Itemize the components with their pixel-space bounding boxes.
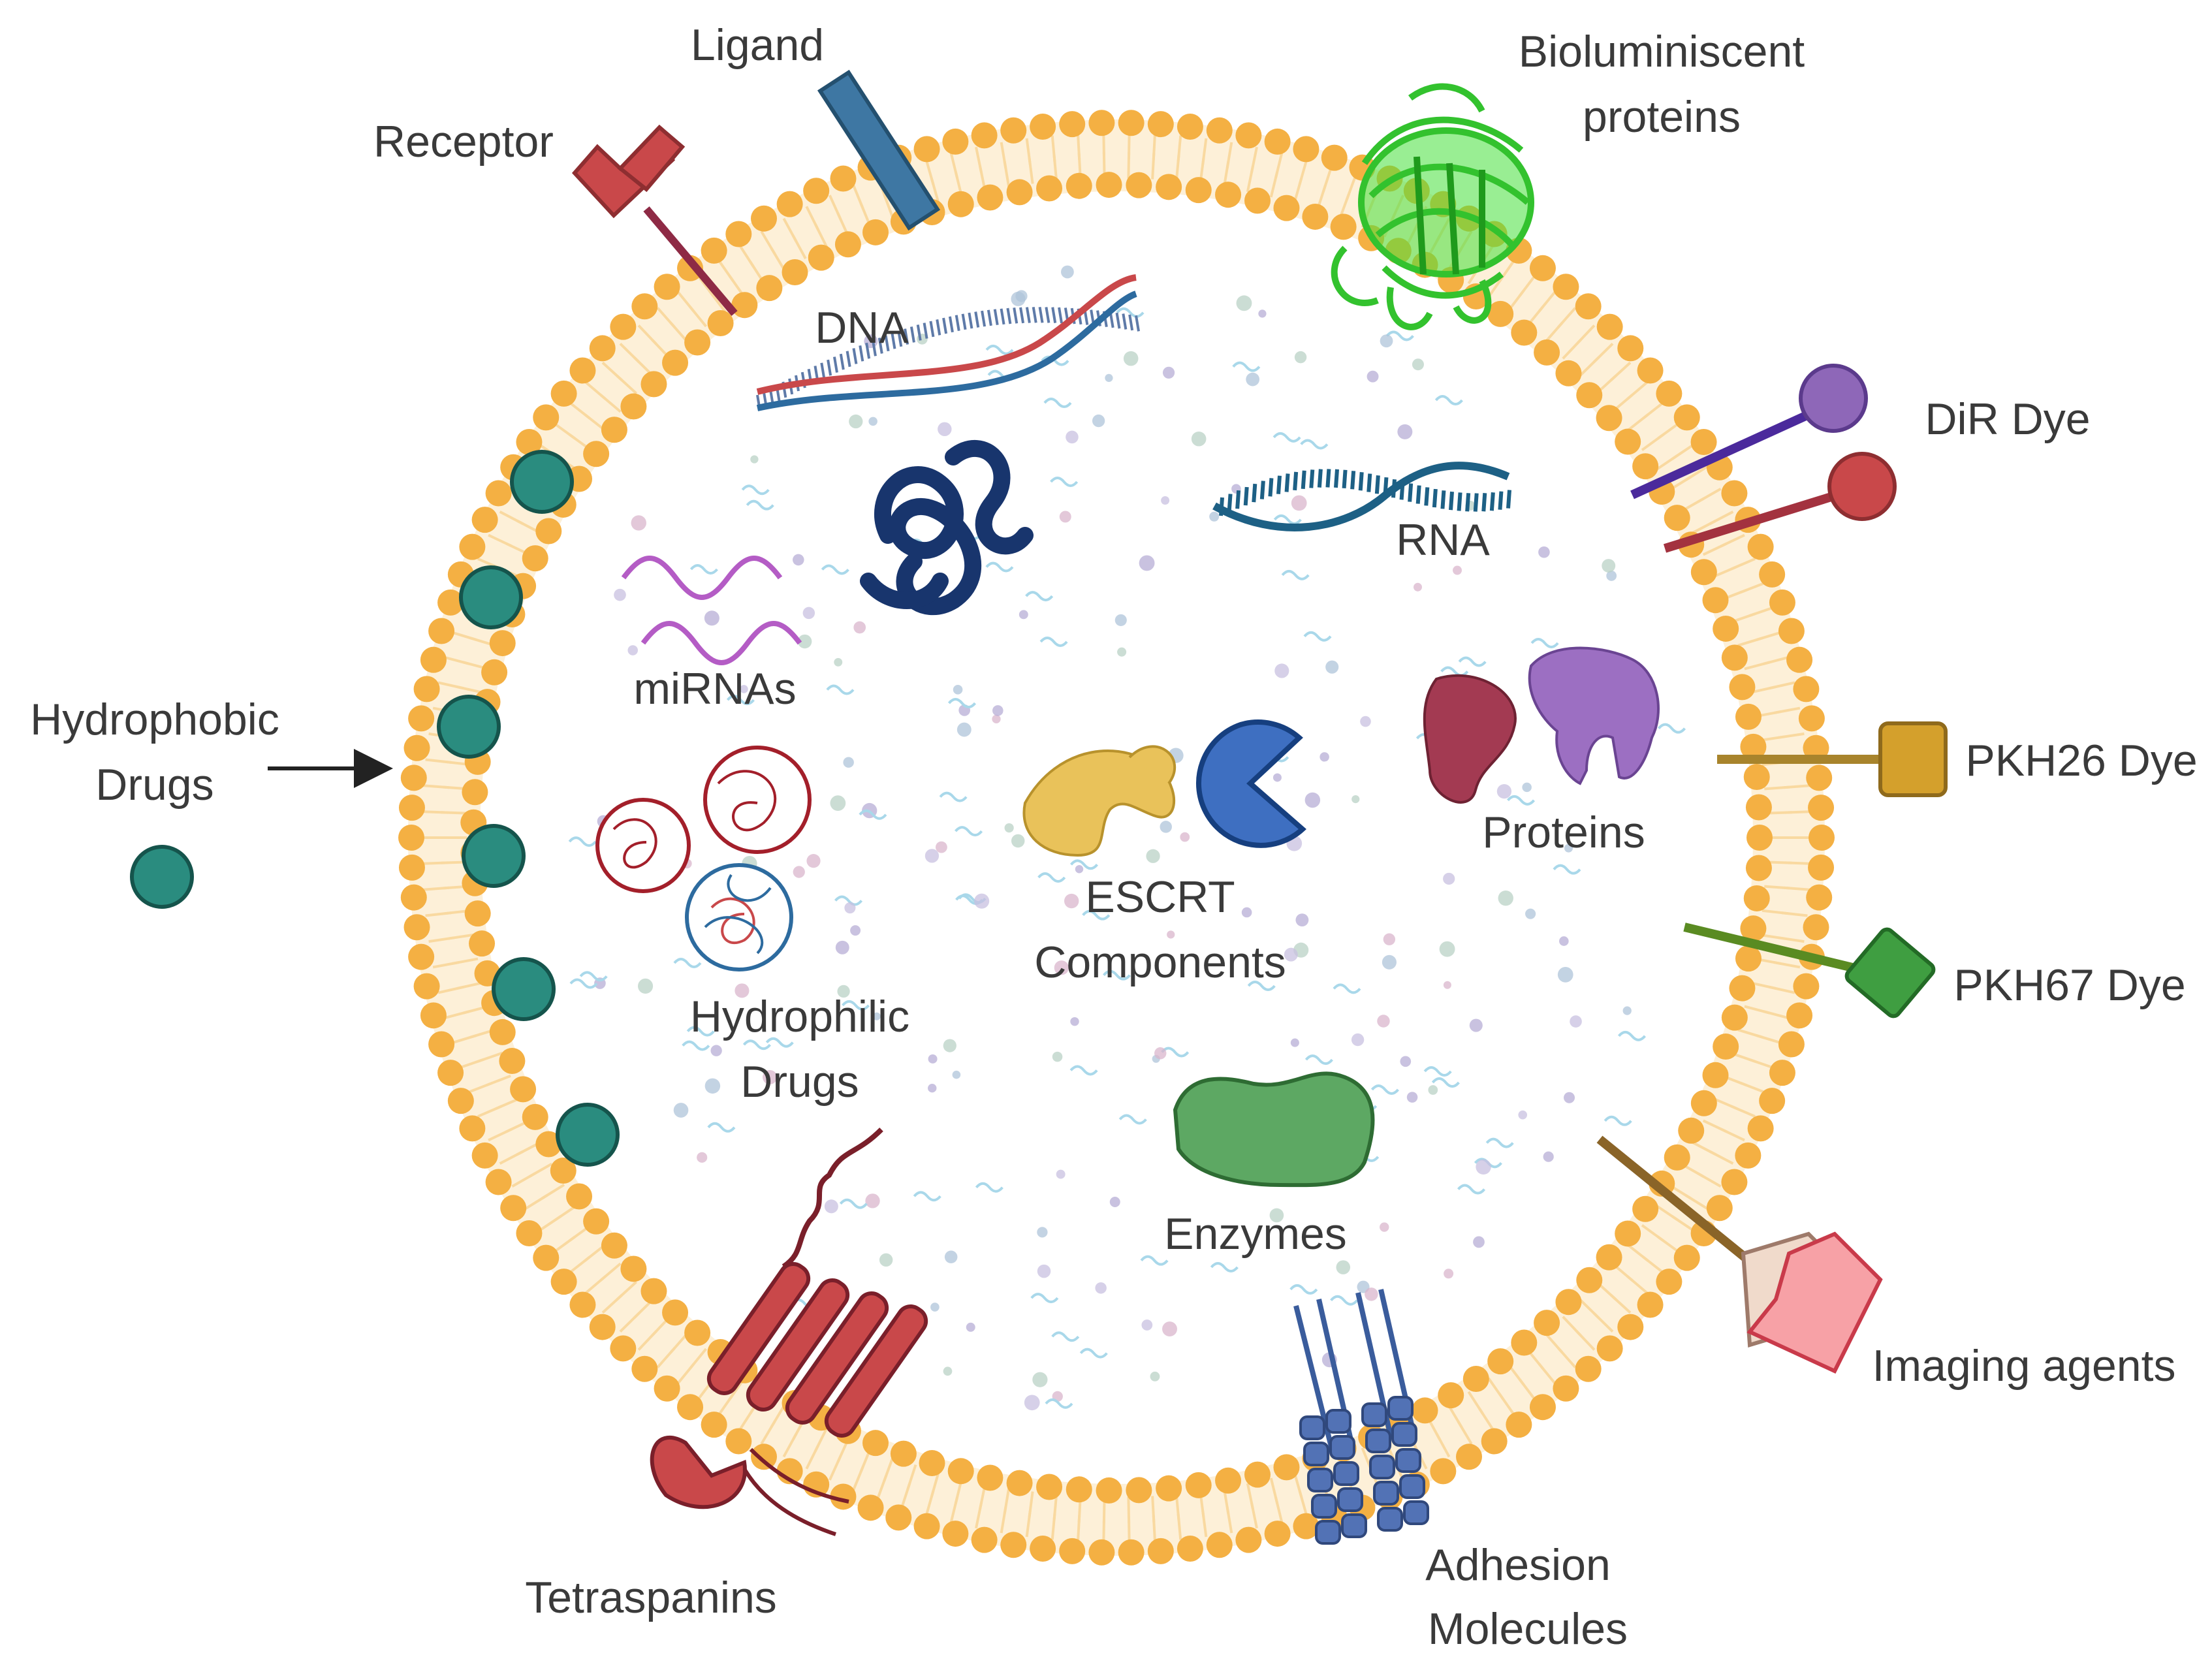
- hydrophobic-drugs-in-membrane: [437, 450, 620, 1167]
- label-dir-dye: DiR Dye: [1925, 394, 2090, 444]
- lipid-bilayer-membrane: [398, 110, 1835, 1566]
- rna-icon: [1212, 462, 1511, 531]
- label-pkh67: PKH67 Dye: [1953, 960, 2185, 1010]
- label-pkh26: PKH26 Dye: [1965, 736, 2197, 785]
- label-bioluminescent-2: proteins: [1583, 92, 1741, 142]
- dir-dye-icon: [1630, 364, 1897, 553]
- label-hydrophobic-1: Hydrophobic: [30, 695, 279, 744]
- receptor-icon: [571, 124, 738, 316]
- adhesion-molecules-icon: [1293, 1289, 1429, 1545]
- enzymes-icon: [1173, 1071, 1375, 1188]
- label-escrt-2: Components: [1034, 938, 1286, 987]
- label-rna: RNA: [1396, 515, 1490, 565]
- imaging-agent-icon: [1596, 1135, 1883, 1374]
- label-adhesion-2: Molecules: [1428, 1604, 1628, 1654]
- label-adhesion-1: Adhesion: [1425, 1540, 1611, 1590]
- hydrophilic-drugs-icon: [595, 746, 812, 971]
- label-hydrophilic-1: Hydrophilic: [690, 992, 909, 1041]
- chromatin-icon: [860, 440, 1034, 616]
- label-tetraspanins: Tetraspanins: [525, 1573, 777, 1622]
- dna-icon: [756, 274, 1140, 411]
- label-hydrophilic-2: Drugs: [740, 1057, 859, 1107]
- label-bioluminescent-1: Bioluminiscent: [1519, 27, 1805, 76]
- label-imaging-agents: Imaging agents: [1872, 1341, 2176, 1391]
- bioluminescent-protein-icon: [1331, 83, 1534, 330]
- lipid-heads: [398, 110, 1835, 1566]
- free-hydrophobic-drug: [130, 845, 194, 909]
- tetraspanin-icon: [650, 1128, 928, 1536]
- label-escrt-1: ESCRT: [1085, 872, 1235, 922]
- pkh26-dye-icon: [1717, 721, 1948, 797]
- labels: Ligand Receptor Bioluminiscent proteins …: [30, 20, 2198, 1654]
- proteins-icon: [1423, 646, 1660, 804]
- label-enzymes: Enzymes: [1164, 1209, 1347, 1259]
- label-mirnas: miRNAs: [633, 664, 796, 714]
- label-hydrophobic-2: Drugs: [95, 760, 213, 810]
- label-receptor: Receptor: [373, 117, 554, 166]
- ligand-icon: [817, 69, 941, 231]
- label-dna: DNA: [815, 303, 909, 353]
- mirnas-icon: [621, 556, 802, 665]
- label-proteins: Proteins: [1482, 808, 1645, 857]
- pkh67-dye-icon: [1683, 923, 1936, 1018]
- escrt-components-icon: [1022, 719, 1307, 857]
- label-ligand: Ligand: [691, 20, 824, 70]
